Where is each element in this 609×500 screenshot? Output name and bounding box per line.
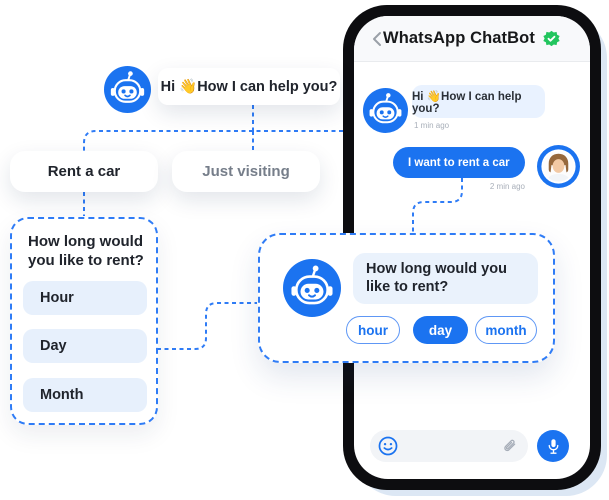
- rent-option-hour[interactable]: Hour: [23, 281, 147, 315]
- phone-header: WhatsApp ChatBot: [354, 16, 590, 62]
- verified-badge-icon: [543, 30, 560, 47]
- back-chevron-icon[interactable]: [370, 31, 384, 47]
- bot-avatar-icon: [363, 88, 408, 133]
- bot-message-timestamp: 1 min ago: [414, 121, 450, 130]
- user-avatar: [537, 145, 580, 188]
- popup-question-bubble: How long would you like to rent?: [353, 253, 538, 304]
- bot-avatar-icon: [283, 259, 341, 317]
- popup-pill-hour[interactable]: hour: [346, 316, 400, 344]
- message-input[interactable]: [370, 430, 528, 462]
- user-message-timestamp: 2 min ago: [489, 182, 525, 191]
- popup-pill-month[interactable]: month: [475, 316, 537, 344]
- chat-question-popup: How long would you like to rent? hour da…: [258, 233, 555, 363]
- rent-option-day[interactable]: Day: [23, 329, 147, 363]
- user-message-bubble: I want to rent a car: [393, 147, 525, 178]
- rent-option-month[interactable]: Month: [23, 378, 147, 412]
- chat-title: WhatsApp ChatBot: [383, 29, 535, 47]
- popup-pill-day[interactable]: day: [413, 316, 468, 344]
- flow-button-just-visiting[interactable]: Just visiting: [172, 151, 320, 192]
- rent-duration-card: How long would you like to rent? Hour Da…: [10, 217, 158, 425]
- flow-greeting-bubble: Hi 👋How I can help you?: [158, 68, 340, 105]
- bot-message-bubble: Hi 👋How I can help you?: [412, 85, 545, 118]
- microphone-button[interactable]: [537, 430, 569, 462]
- rent-card-title: How long would you like to rent?: [28, 233, 144, 270]
- paperclip-icon[interactable]: [500, 437, 518, 455]
- emoji-smiley-icon[interactable]: [377, 435, 399, 457]
- bot-avatar-icon: [104, 66, 151, 113]
- microphone-icon: [548, 438, 558, 454]
- flow-button-rent-a-car[interactable]: Rent a car: [10, 151, 158, 192]
